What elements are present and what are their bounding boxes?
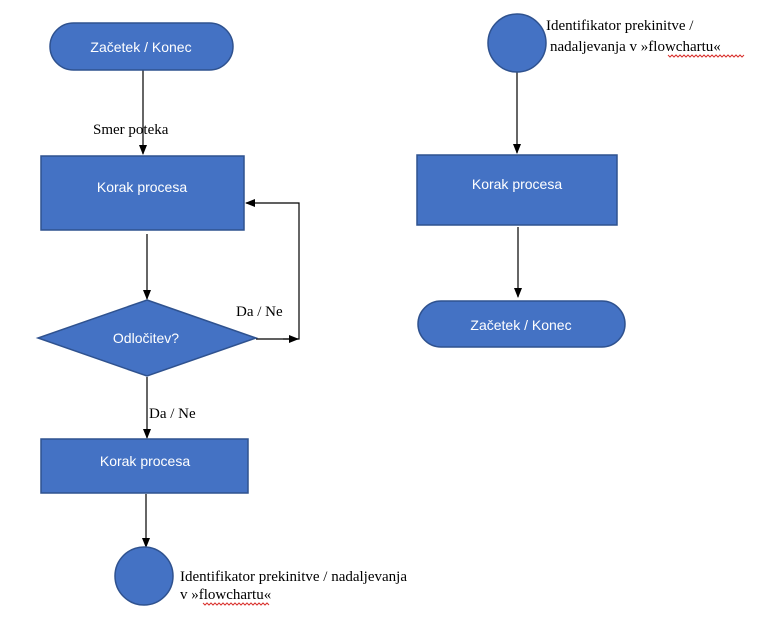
terminator-start-end[interactable]: Začetek / Konec (417, 300, 626, 348)
decision-shape (35, 299, 259, 377)
terminator-label: Začetek / Konec (470, 317, 571, 333)
branch-label-down: Da / Ne (149, 406, 196, 422)
continuation-connector-label-line1: Identifikator prekinitve / (546, 18, 694, 34)
label-suffix: « (264, 587, 272, 603)
label-word: flowchartu (648, 39, 713, 55)
label-prefix: v » (180, 587, 199, 603)
process-step-3[interactable]: Korak procesa (416, 154, 618, 226)
terminator-shape (49, 22, 234, 71)
continuation-connector-circle[interactable] (114, 546, 174, 606)
terminator-shape (417, 300, 626, 348)
decision-label: Odločitev? (113, 330, 179, 346)
label-suffix: « (713, 39, 721, 55)
decision-node[interactable]: Odločitev? (35, 299, 259, 377)
continuation-connector-label-line2: nadaljevanja v »flowchartu« (550, 39, 721, 55)
process-shape (40, 438, 249, 494)
process-shape (416, 154, 618, 226)
process-label: Korak procesa (472, 176, 562, 192)
spellcheck-underline (202, 602, 270, 606)
process-label: Korak procesa (97, 179, 187, 195)
branch-label-right: Da / Ne (236, 304, 283, 320)
continuation-connector-label-line1: Identifikator prekinitve / nadaljevanja (180, 569, 407, 585)
process-step-1[interactable]: Korak procesa (40, 155, 245, 231)
process-shape (40, 155, 245, 231)
terminator-label: Začetek / Konec (90, 39, 191, 55)
spellcheck-underline (667, 54, 745, 58)
continuation-connector-label-line2: v »flowchartu« (180, 587, 271, 603)
continuation-connector-circle[interactable] (487, 13, 547, 73)
label-prefix: nadaljevanja v » (550, 39, 648, 55)
process-label: Korak procesa (100, 453, 190, 469)
terminator-start-end[interactable]: Začetek / Konec (49, 22, 234, 71)
arrow-decision-loop-back (245, 199, 300, 340)
label-word: flowchartu (199, 587, 264, 603)
process-step-2[interactable]: Korak procesa (40, 438, 249, 494)
flow-direction-label: Smer poteka (93, 122, 169, 138)
